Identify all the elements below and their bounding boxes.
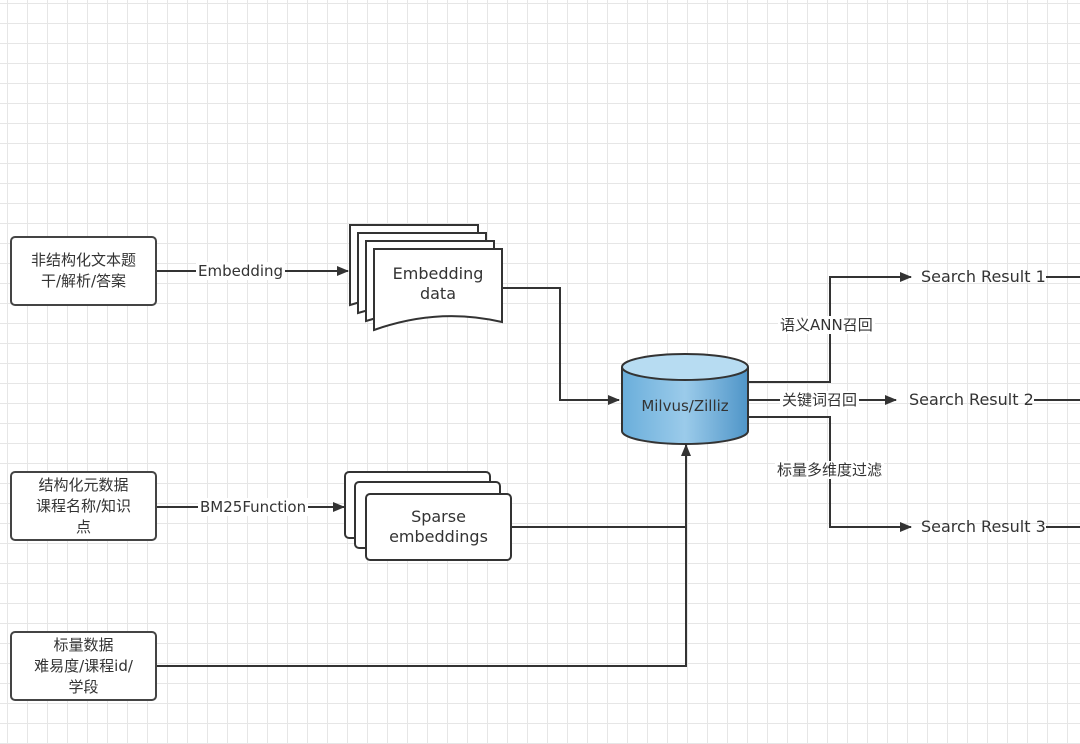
- sparse-embeddings-label: Sparse embeddings: [368, 507, 509, 547]
- node-unstructured-line-1: 非结构化文本题: [30, 251, 136, 269]
- node-scalar-line-1: 标量数据: [53, 635, 114, 654]
- edge-scalar-to-db: [157, 527, 687, 667]
- node-scalar-data[interactable]: 标量数据 难易度/课程id/ 学段: [10, 631, 157, 701]
- database-name: Milvus/Zilliz: [641, 397, 729, 415]
- node-structured-line-2: 课程名称/知识: [35, 496, 132, 515]
- node-unstructured-text[interactable]: 非结构化文本题 干/解析/答案: [10, 236, 157, 306]
- sparse-line-2: embeddings: [389, 527, 488, 546]
- edge-label-scalar-filter: 标量多维度过滤: [775, 461, 885, 479]
- edge-embedding-data-to-db: [502, 287, 620, 405]
- database-label: Milvus/Zilliz: [622, 396, 748, 416]
- search-result-3: Search Result 3: [921, 517, 1046, 536]
- node-structured-line-1: 结构化元数据: [38, 475, 129, 494]
- search-result-1: Search Result 1: [921, 267, 1046, 286]
- edge-label-bm25: BM25Function: [198, 498, 309, 516]
- node-scalar-line-2: 难易度/课程id/: [34, 656, 133, 675]
- node-structured-metadata[interactable]: 结构化元数据 课程名称/知识 点: [10, 471, 157, 541]
- embedding-data-label: Embedding data: [376, 264, 500, 304]
- node-unstructured-line-2: 干/解析/答案: [40, 272, 127, 290]
- search-result-2: Search Result 2: [909, 390, 1034, 409]
- edge-label-embedding: Embedding: [196, 262, 286, 280]
- edge-label-keyword: 关键词召回: [780, 391, 860, 409]
- node-structured-line-3: 点: [75, 517, 91, 536]
- embedding-data-line-1: Embedding: [392, 264, 484, 283]
- embedding-data-shape[interactable]: [349, 224, 503, 332]
- database-cylinder[interactable]: [621, 353, 749, 445]
- edge-label-semantic: 语义ANN召回: [778, 316, 875, 334]
- edge-sparse-to-db: [511, 444, 691, 528]
- embedding-data-line-2: data: [419, 284, 457, 303]
- sparse-embeddings-shape[interactable]: [344, 471, 512, 561]
- sparse-line-1: Sparse: [411, 507, 466, 526]
- node-scalar-line-3: 学段: [68, 677, 99, 696]
